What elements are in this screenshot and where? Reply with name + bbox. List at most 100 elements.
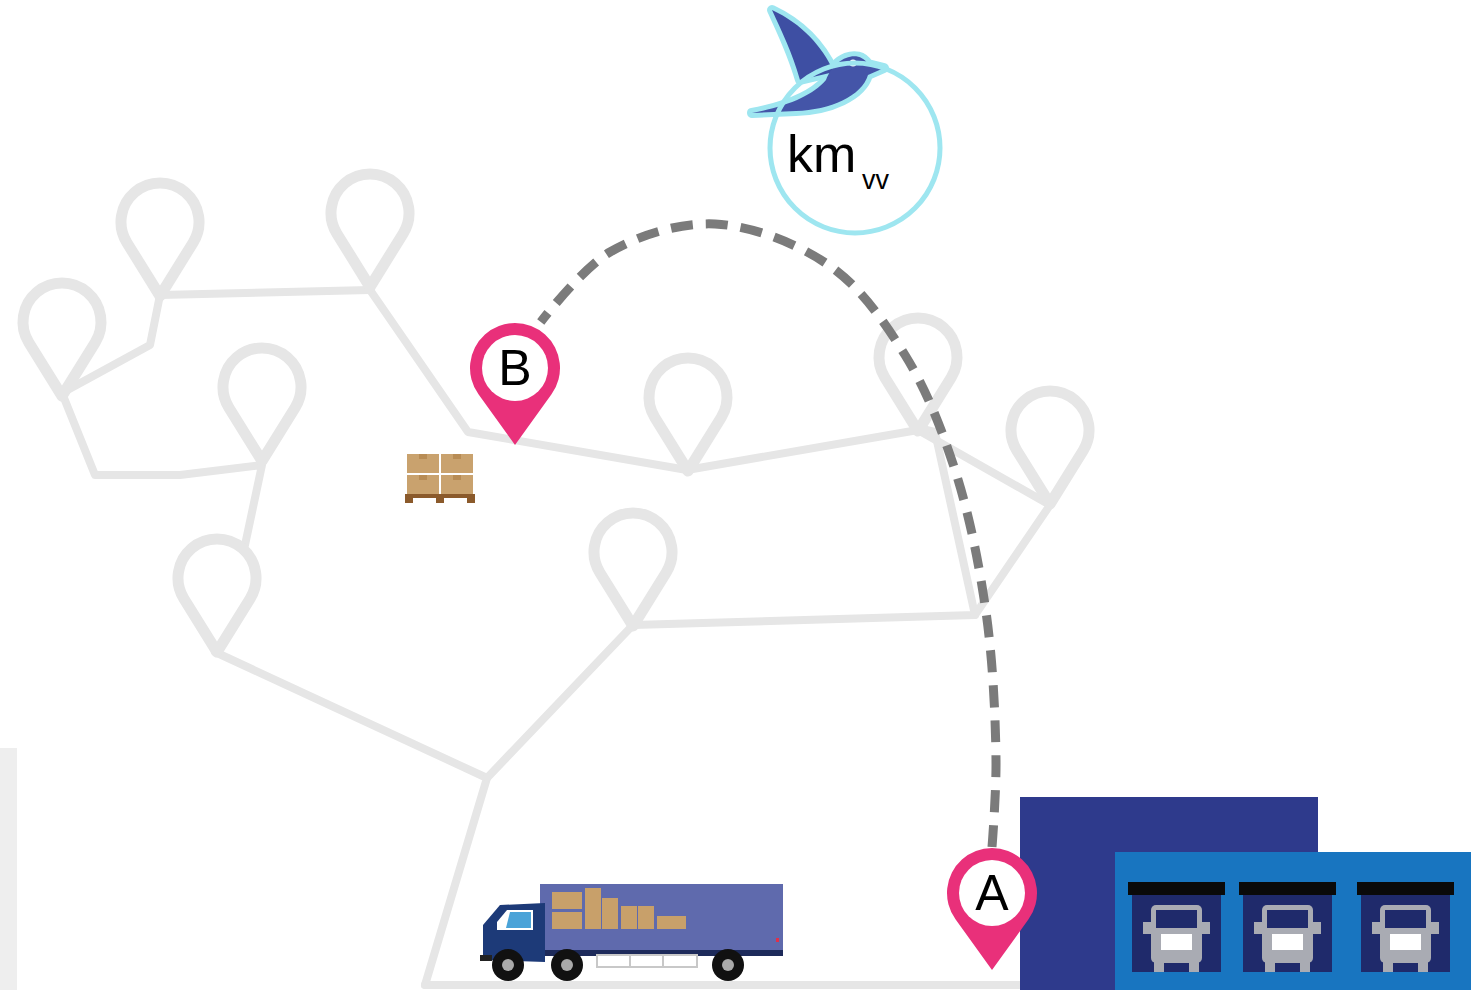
dock-door xyxy=(1128,882,1225,972)
pallet-part xyxy=(405,494,475,498)
delivery-truck-part xyxy=(492,949,524,981)
delivery-truck-part xyxy=(502,959,514,971)
delivery-truck-part xyxy=(621,906,637,929)
dock-door-part xyxy=(1151,905,1202,963)
route-tree xyxy=(62,290,1050,985)
pallet-part xyxy=(419,475,427,480)
delivery-truck-part xyxy=(602,898,618,929)
delivery-truck xyxy=(480,884,783,981)
node-label: A xyxy=(946,847,1038,939)
dock-door-part xyxy=(1128,882,1225,895)
route-line xyxy=(487,505,1050,778)
delivery-truck-part-part xyxy=(597,955,697,967)
pallet-part xyxy=(441,475,473,494)
delivery-truck-part xyxy=(552,892,582,909)
dock-door-part xyxy=(1202,922,1210,934)
delivery-truck-part xyxy=(551,949,583,981)
pallet-part xyxy=(467,498,475,503)
location-pin xyxy=(178,539,256,652)
dock-door-part xyxy=(1239,882,1336,895)
location-pin: B xyxy=(469,322,561,447)
delivery-truck-part xyxy=(712,949,744,981)
dock-door-part xyxy=(1262,905,1313,963)
delivery-truck-part xyxy=(552,912,582,929)
node-label: km xyxy=(787,128,856,180)
dock-door xyxy=(1239,882,1336,972)
dock-door-part xyxy=(1189,962,1199,972)
circle-outline xyxy=(770,63,940,233)
pallet-part xyxy=(405,498,413,503)
delivery-truck-part xyxy=(722,959,734,971)
route-line xyxy=(425,981,1020,989)
location-pin xyxy=(23,283,101,396)
dock-door-part xyxy=(1357,882,1454,895)
pallet-part xyxy=(407,475,439,494)
dock-door-part xyxy=(1265,962,1275,972)
pallet-part xyxy=(419,454,427,459)
delivery-truck-part xyxy=(597,955,697,967)
delivery-truck-part xyxy=(638,906,654,929)
dock-door-part xyxy=(1383,962,1393,972)
delivery-truck-part xyxy=(497,910,533,930)
distance-circle: kmvv xyxy=(767,60,943,236)
dock-door-part xyxy=(1154,962,1164,972)
dock-door-part xyxy=(1431,922,1439,934)
delivery-truck-part xyxy=(561,959,573,971)
delivery-truck-part-part xyxy=(662,955,664,967)
dock-door-part xyxy=(1243,895,1332,972)
delivery-truck-part xyxy=(506,912,531,928)
route-line xyxy=(62,290,370,393)
dock-door xyxy=(1357,882,1454,972)
dock-door-part xyxy=(1385,910,1426,928)
dock-door-part xyxy=(1161,934,1192,950)
dock-door-part xyxy=(1372,922,1380,934)
dock-door-part xyxy=(1143,922,1151,934)
node-label: B xyxy=(469,322,561,414)
pallet-part xyxy=(453,454,461,459)
dock-door-part xyxy=(1380,905,1431,963)
pin-body xyxy=(470,323,560,445)
location-pins xyxy=(23,174,1089,652)
delivery-truck-part xyxy=(480,955,492,961)
dock-door-part xyxy=(1418,962,1428,972)
warehouse xyxy=(1020,797,1471,990)
route-line xyxy=(370,290,918,470)
location-pin xyxy=(121,183,199,296)
warehouse-part xyxy=(1115,852,1471,990)
location-pin: A xyxy=(946,847,1038,972)
dock-door-part xyxy=(1300,962,1310,972)
subscript-label: vv xyxy=(862,167,889,194)
dock-door-part xyxy=(1313,922,1321,934)
dock-door-part xyxy=(1254,922,1262,934)
dock-door-part xyxy=(1267,910,1308,928)
dock-door-part xyxy=(1272,934,1303,950)
pallet-part xyxy=(441,454,473,473)
location-pin xyxy=(1011,391,1089,504)
pin-body xyxy=(947,848,1037,970)
location-pin xyxy=(594,513,672,626)
pallet-part xyxy=(436,498,444,503)
delivery-truck-part xyxy=(540,884,783,950)
delivery-truck-part xyxy=(776,938,779,942)
dashed-route xyxy=(541,224,996,847)
delivery-truck-part-part xyxy=(629,955,631,967)
dock-door-part xyxy=(1132,895,1221,972)
location-pin xyxy=(223,348,301,461)
dock-door-part xyxy=(1390,934,1421,950)
side-bar xyxy=(0,748,17,990)
dock-door-part xyxy=(1361,895,1450,972)
pallet xyxy=(405,454,475,503)
delivery-truck-part xyxy=(585,888,601,929)
dock-door-part xyxy=(1156,910,1197,928)
route-line xyxy=(215,652,487,985)
pallet-part xyxy=(453,475,461,480)
pallet-part xyxy=(407,454,439,473)
location-pin xyxy=(649,358,727,471)
location-pin xyxy=(331,174,409,287)
loading-docks xyxy=(1128,882,1454,972)
delivery-truck-part xyxy=(657,916,686,929)
